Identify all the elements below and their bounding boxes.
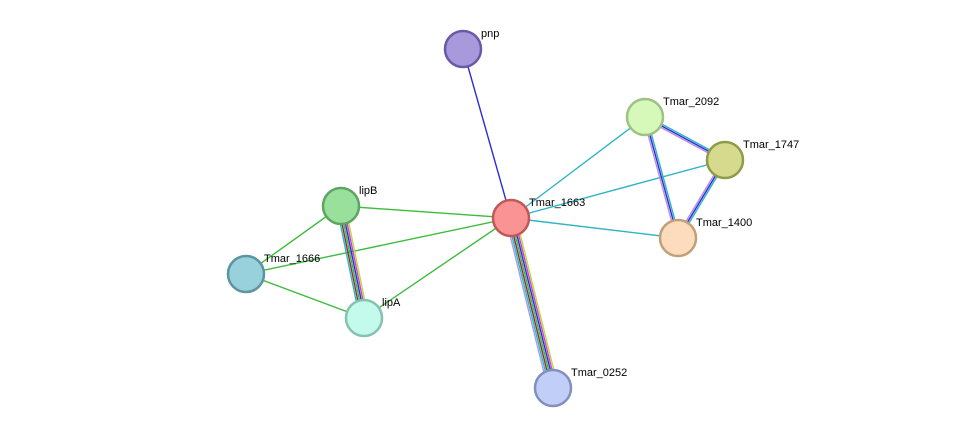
- node-label: Tmar_1663: [529, 197, 585, 209]
- node-circle[interactable]: [321, 186, 361, 226]
- edge-line: [245, 217, 512, 275]
- edge-line: [462, 48, 512, 219]
- edge-pnp-Tmar_1663[interactable]: [462, 48, 512, 219]
- node-layer: pnpTmar_2092Tmar_1747Tmar_1663Tmar_1400l…: [226, 28, 799, 408]
- edge-line: [510, 159, 726, 219]
- edge-line: [344, 205, 369, 318]
- edge-line: [508, 218, 553, 389]
- edge-Tmar_2092-Tmar_1400[interactable]: [642, 116, 681, 239]
- edge-line: [515, 216, 559, 387]
- edge-line: [507, 218, 551, 389]
- node-Tmar_1747[interactable]: Tmar_1747: [705, 139, 799, 180]
- edge-line: [513, 217, 557, 388]
- edge-lipA-Tmar_1663[interactable]: [363, 217, 512, 319]
- node-label: Tmar_0252: [571, 367, 627, 379]
- edge-line: [510, 217, 554, 389]
- node-circle[interactable]: [705, 140, 745, 180]
- node-Tmar_0252[interactable]: Tmar_0252: [533, 367, 627, 408]
- node-label: Tmar_2092: [663, 96, 719, 108]
- node-circle[interactable]: [658, 218, 698, 258]
- node-pnp[interactable]: pnp: [443, 28, 499, 69]
- node-circle[interactable]: [491, 198, 531, 238]
- edge-line: [363, 217, 512, 319]
- edge-line: [340, 205, 512, 219]
- edge-line: [336, 206, 361, 319]
- edge-line: [511, 217, 556, 388]
- node-circle[interactable]: [344, 298, 384, 338]
- node-circle[interactable]: [625, 97, 665, 137]
- node-Tmar_1666[interactable]: Tmar_1666: [226, 253, 320, 294]
- edge-layer: [245, 48, 728, 390]
- edge-Tmar_1666-lipA[interactable]: [245, 273, 365, 319]
- edge-Tmar_1666-Tmar_1663[interactable]: [245, 217, 512, 275]
- edge-line: [645, 116, 681, 238]
- node-lipB[interactable]: lipB: [321, 185, 377, 226]
- edge-line: [245, 273, 365, 319]
- edge-line: [505, 219, 549, 390]
- edge-Tmar_2092-Tmar_1663[interactable]: [510, 116, 646, 219]
- node-label: Tmar_1747: [743, 139, 799, 151]
- node-lipA[interactable]: lipA: [344, 297, 401, 338]
- node-circle[interactable]: [533, 368, 573, 408]
- node-label: Tmar_1400: [696, 217, 752, 229]
- node-label: Tmar_1666: [264, 253, 320, 265]
- edge-line: [245, 205, 342, 275]
- node-label: lipA: [382, 297, 401, 309]
- node-circle[interactable]: [443, 29, 483, 69]
- node-Tmar_1663[interactable]: Tmar_1663: [491, 197, 585, 238]
- edge-line: [644, 116, 679, 239]
- node-Tmar_1400[interactable]: Tmar_1400: [658, 217, 752, 258]
- edge-line: [642, 117, 678, 239]
- node-label: pnp: [481, 28, 499, 40]
- edge-line: [510, 116, 646, 219]
- edge-lipB-Tmar_1663[interactable]: [340, 205, 512, 219]
- edge-line: [510, 217, 679, 239]
- edge-Tmar_1663-Tmar_0252[interactable]: [505, 216, 559, 390]
- edge-Tmar_1400-Tmar_1663[interactable]: [510, 217, 679, 239]
- edge-Tmar_1666-lipB[interactable]: [245, 205, 342, 275]
- node-Tmar_2092[interactable]: Tmar_2092: [625, 96, 719, 137]
- edge-Tmar_1747-Tmar_1663[interactable]: [510, 159, 726, 219]
- node-circle[interactable]: [226, 254, 266, 294]
- node-label: lipB: [359, 185, 377, 197]
